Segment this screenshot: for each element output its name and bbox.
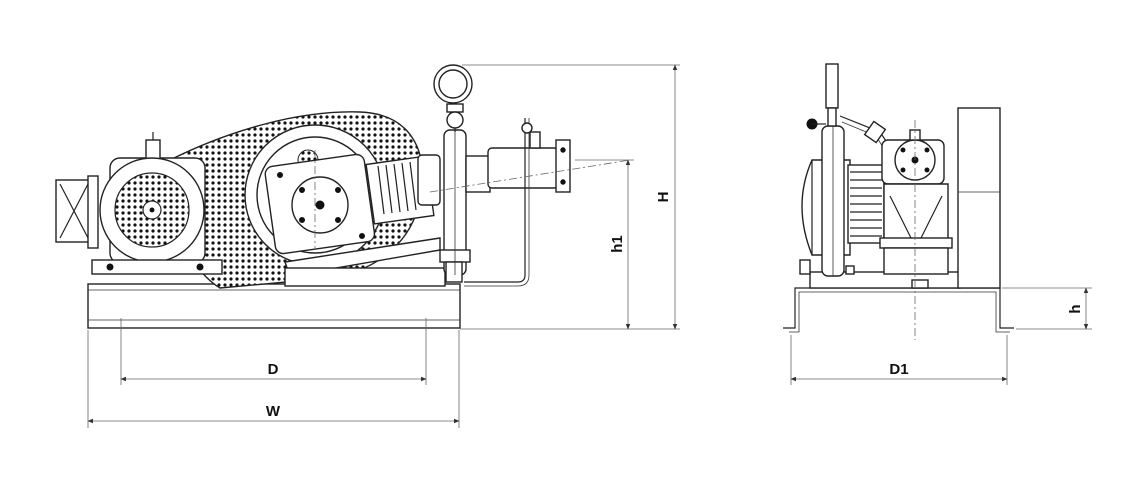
side-view: [55, 64, 631, 329]
dimension-h-total-label: H: [655, 192, 672, 203]
front-crank-housing: [883, 183, 949, 241]
front-view: [783, 63, 1014, 340]
side-view-dimensions: D W H h1: [87, 64, 680, 428]
dimension-h1-label: h1: [609, 235, 626, 253]
return-pipe: [464, 118, 526, 283]
dimension-h-base-label: h: [1067, 304, 1084, 313]
dimension-d1-label: D1: [889, 361, 908, 378]
cylinder-fins: [365, 154, 441, 225]
base-frame: [87, 283, 461, 329]
front-fins: [850, 171, 882, 237]
front-base-stand: [783, 287, 1014, 329]
front-back-plate: [957, 107, 1001, 289]
handle-frame: [55, 179, 93, 243]
dimension-d-label: D: [268, 361, 279, 378]
discharge-head: [465, 155, 491, 193]
front-view-dimensions: D1 h: [790, 287, 1092, 385]
dimension-w-label: W: [266, 403, 281, 420]
